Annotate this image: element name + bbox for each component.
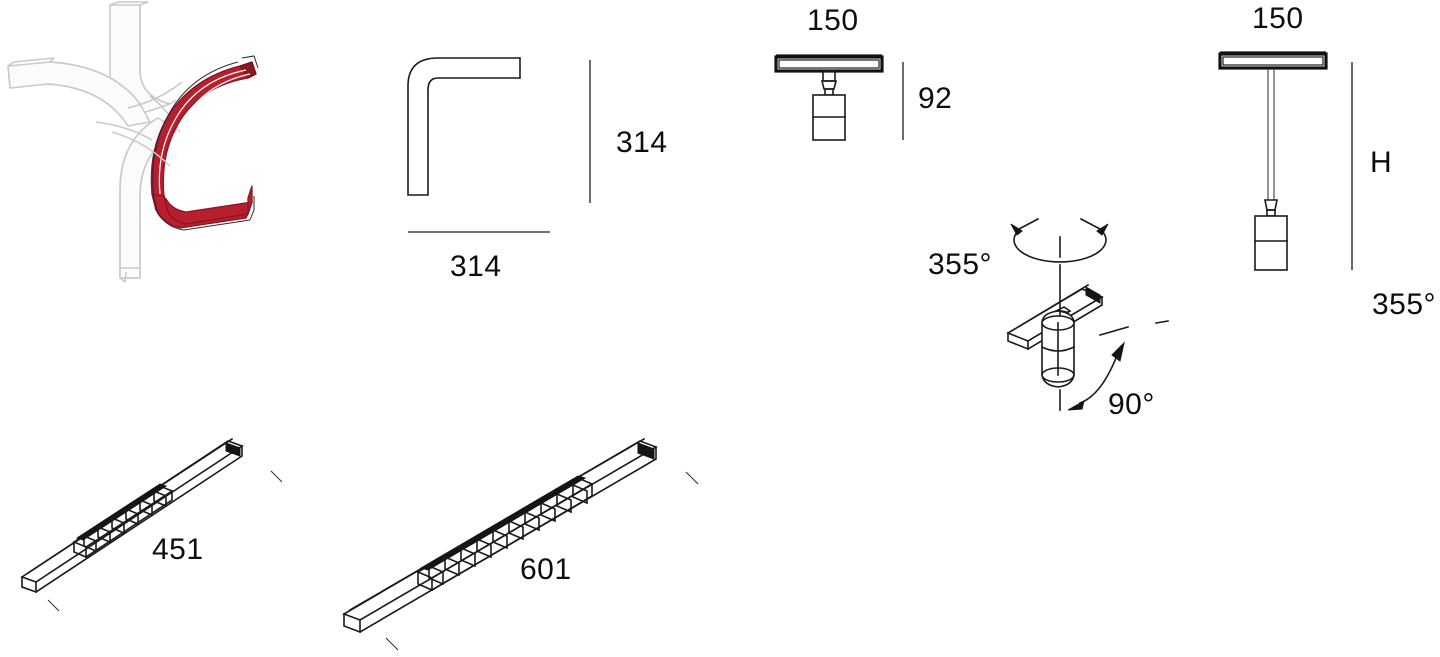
figure-curved-corner-elevation: 314 314: [380, 20, 680, 300]
pan-rotation-arc: [1010, 217, 1109, 263]
suspension-cables: [1267, 68, 1275, 200]
spot-height-label: 92: [918, 82, 953, 115]
track-rail: [774, 55, 884, 73]
corner-width-label: 314: [450, 250, 502, 283]
rotation-diagram-svg: [1006, 217, 1169, 411]
figure-rotation-diagram: 355° 90°: [900, 205, 1200, 435]
figure-linear-module-451: 451: [20, 420, 320, 650]
pendant-track-width-label: 150: [1252, 2, 1304, 35]
pendant-height-label: H: [1370, 146, 1393, 179]
curved-corner-elevation-svg: [407, 57, 591, 233]
module-601-length-label: 601: [520, 553, 572, 586]
pendant-track-rail: [1218, 52, 1328, 70]
ghost-track-horizontal-left: [7, 57, 151, 127]
module-601-track-rail: [342, 437, 658, 634]
assembly-guide-curves: [111, 81, 183, 167]
tilt-rotation-arc: [1067, 320, 1169, 411]
linear-module-451-svg: [20, 437, 283, 612]
spotlight-body: [812, 94, 846, 141]
spot-adapter: [820, 70, 838, 96]
louvre-cells: [83, 489, 167, 553]
module-601-leader-marks: [385, 471, 699, 651]
highlighted-curved-corner: [150, 61, 257, 229]
curved-corner-profile: [407, 57, 521, 196]
module-451-leader-marks: [47, 470, 283, 612]
module-451-louvre-body: [72, 483, 174, 559]
tilt-rotation-label: 90°: [1108, 388, 1155, 421]
suspended-spot-svg: [1218, 51, 1353, 271]
iso-track-rail: [1006, 283, 1104, 351]
module-451-track-rail: [20, 437, 244, 594]
figure-suspended-spot-elevation: 150 H 355°: [1200, 0, 1440, 330]
module-451-length-label: 451: [152, 533, 204, 566]
cable-terminal: [1264, 199, 1278, 217]
figure-curved-corner-isometric: [0, 0, 300, 320]
pendant-spotlight-body: [1254, 215, 1288, 271]
figure-surface-spot-elevation: 150 92: [760, 0, 980, 180]
curved-corner-iso-svg: [7, 1, 259, 283]
surface-spot-svg: [774, 54, 904, 141]
figure-linear-module-601: 601: [330, 420, 720, 657]
pan-rotation-label: 355°: [928, 248, 993, 281]
pendant-rotation-label: 355°: [1372, 288, 1437, 321]
iso-spotlight-head: [1040, 306, 1076, 388]
spot-track-width-label: 150: [807, 4, 859, 37]
louvre-cells: [428, 483, 588, 586]
module-601-louvre-body: [416, 475, 594, 592]
corner-height-label: 314: [616, 126, 668, 159]
linear-module-601-svg: [342, 437, 699, 651]
